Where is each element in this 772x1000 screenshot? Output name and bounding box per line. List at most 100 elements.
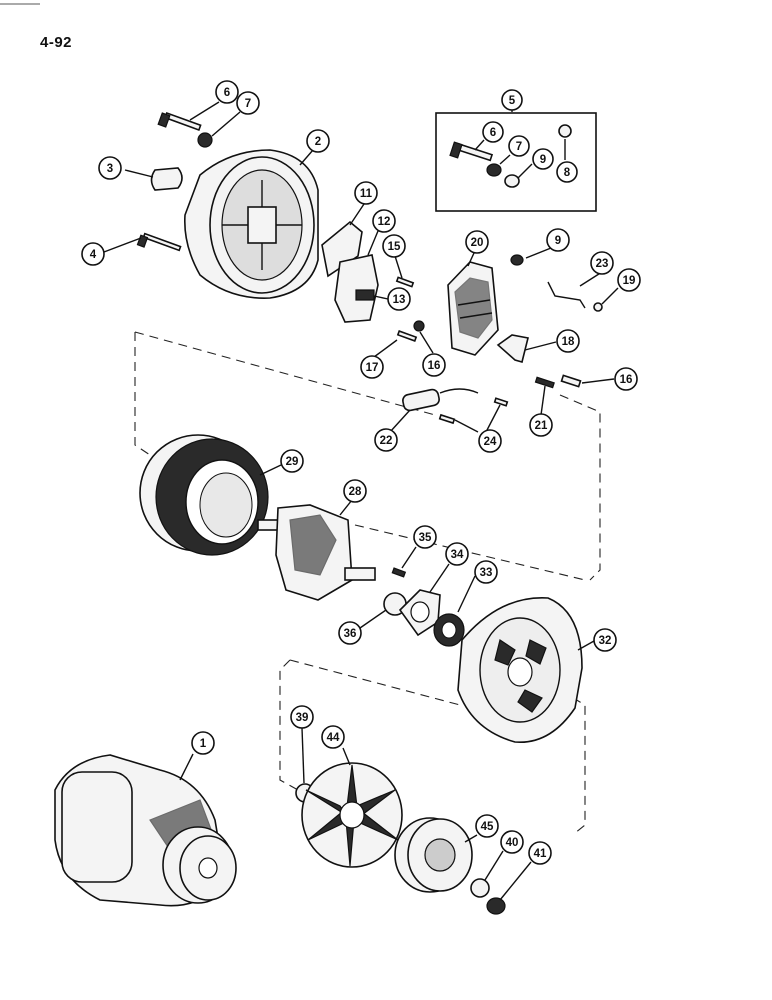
svg-text:35: 35 [419, 532, 432, 544]
fan-boundary-right [559, 689, 586, 834]
screw-35 [391, 567, 407, 578]
screw-17 [396, 330, 418, 342]
svg-text:32: 32 [599, 635, 612, 647]
regulator-plate [321, 220, 363, 278]
washer-40 [470, 878, 490, 898]
svg-text:41: 41 [534, 848, 547, 860]
svg-text:12: 12 [378, 216, 391, 228]
svg-text:8: 8 [564, 167, 571, 179]
callout-kit-9: 9 [532, 148, 554, 170]
capacitor [402, 388, 479, 412]
callout-1: 1 [191, 731, 215, 755]
callout-7: 7 [236, 91, 260, 115]
callout-20: 20 [465, 230, 489, 254]
svg-text:9: 9 [555, 235, 561, 247]
callout-19: 19 [617, 268, 641, 292]
svg-text:11: 11 [360, 188, 373, 200]
fan [301, 762, 403, 868]
assembly-boundary-mid [354, 524, 586, 581]
callout-3: 3 [98, 156, 122, 180]
svg-text:18: 18 [562, 336, 575, 348]
svg-text:1: 1 [200, 738, 207, 750]
nut-9 [510, 254, 524, 266]
callout-18: 18 [556, 329, 580, 353]
stator [139, 434, 269, 556]
callout-44: 44 [321, 725, 345, 749]
callout-5: 5 [501, 89, 523, 111]
svg-text:15: 15 [388, 241, 401, 253]
callout-11: 11 [354, 181, 378, 205]
rectifier-bridge [447, 261, 499, 356]
svg-text:36: 36 [344, 628, 357, 640]
svg-text:6: 6 [224, 87, 230, 99]
callout-4: 4 [81, 242, 105, 266]
callout-kit-6: 6 [482, 121, 504, 143]
callout-36: 36 [338, 621, 362, 645]
screw-24a [438, 413, 456, 425]
screw-15 [395, 276, 415, 288]
svg-text:23: 23 [596, 258, 609, 270]
callouts: 6 7 2 3 4 11 12 15 20 9 23 19 13 17 16 1… [81, 80, 641, 865]
retainer-hole [410, 601, 430, 623]
callout-22: 22 [374, 428, 398, 452]
callout-13: 13 [387, 287, 411, 311]
svg-text:28: 28 [349, 486, 362, 498]
callout-17: 17 [360, 355, 384, 379]
assembly-boundary-left [134, 332, 151, 456]
svg-text:4: 4 [90, 249, 97, 261]
fan-boundary-left [279, 659, 299, 791]
assembled-alternator [54, 754, 237, 907]
callout-21: 21 [529, 413, 553, 437]
svg-text:22: 22 [380, 435, 393, 447]
screw-16a [413, 320, 425, 332]
svg-text:16: 16 [620, 374, 633, 386]
rotor [257, 504, 376, 601]
screw-24b [493, 397, 509, 407]
callout-9: 9 [546, 228, 570, 252]
fan-boundary-top [289, 659, 461, 706]
callout-23: 23 [590, 251, 614, 275]
callout-16b: 16 [614, 367, 638, 391]
callout-16: 16 [422, 353, 446, 377]
svg-text:3: 3 [107, 163, 113, 175]
callout-2: 2 [306, 129, 330, 153]
kit-bolt [449, 141, 494, 162]
capacitor-bracket-18 [496, 334, 529, 363]
svg-text:39: 39 [296, 712, 309, 724]
callout-6: 6 [215, 80, 239, 104]
nut-19 [593, 302, 603, 312]
svg-text:45: 45 [481, 821, 494, 833]
svg-text:13: 13 [393, 294, 406, 306]
callout-28: 28 [343, 479, 367, 503]
pulley [394, 817, 473, 893]
kit-nut [504, 174, 520, 188]
nut-41 [486, 897, 506, 915]
callout-34: 34 [445, 542, 469, 566]
svg-text:29: 29 [286, 456, 299, 468]
brush-holder [334, 254, 379, 323]
washer-top [197, 132, 213, 148]
svg-text:16: 16 [428, 360, 441, 372]
assembly-boundary-top [134, 331, 436, 416]
through-bolt [157, 111, 202, 132]
bearing-bore [441, 621, 457, 639]
svg-text:34: 34 [451, 549, 464, 561]
svg-text:44: 44 [327, 732, 340, 744]
page-number: 4-92 [40, 34, 73, 51]
callout-35: 35 [413, 525, 437, 549]
callout-kit-8: 8 [556, 161, 578, 183]
link-23 [547, 281, 586, 309]
svg-text:6: 6 [490, 127, 496, 139]
screw-16b [560, 374, 582, 388]
brush [355, 289, 375, 301]
bushing [150, 167, 183, 191]
assembly-boundary-right [559, 394, 601, 581]
svg-text:33: 33 [480, 567, 493, 579]
callout-45: 45 [475, 814, 499, 838]
svg-text:21: 21 [535, 420, 548, 432]
callout-39: 39 [290, 705, 314, 729]
kit-box [435, 112, 597, 212]
callout-29: 29 [280, 449, 304, 473]
svg-text:19: 19 [623, 275, 636, 287]
rear-housing [183, 149, 319, 299]
